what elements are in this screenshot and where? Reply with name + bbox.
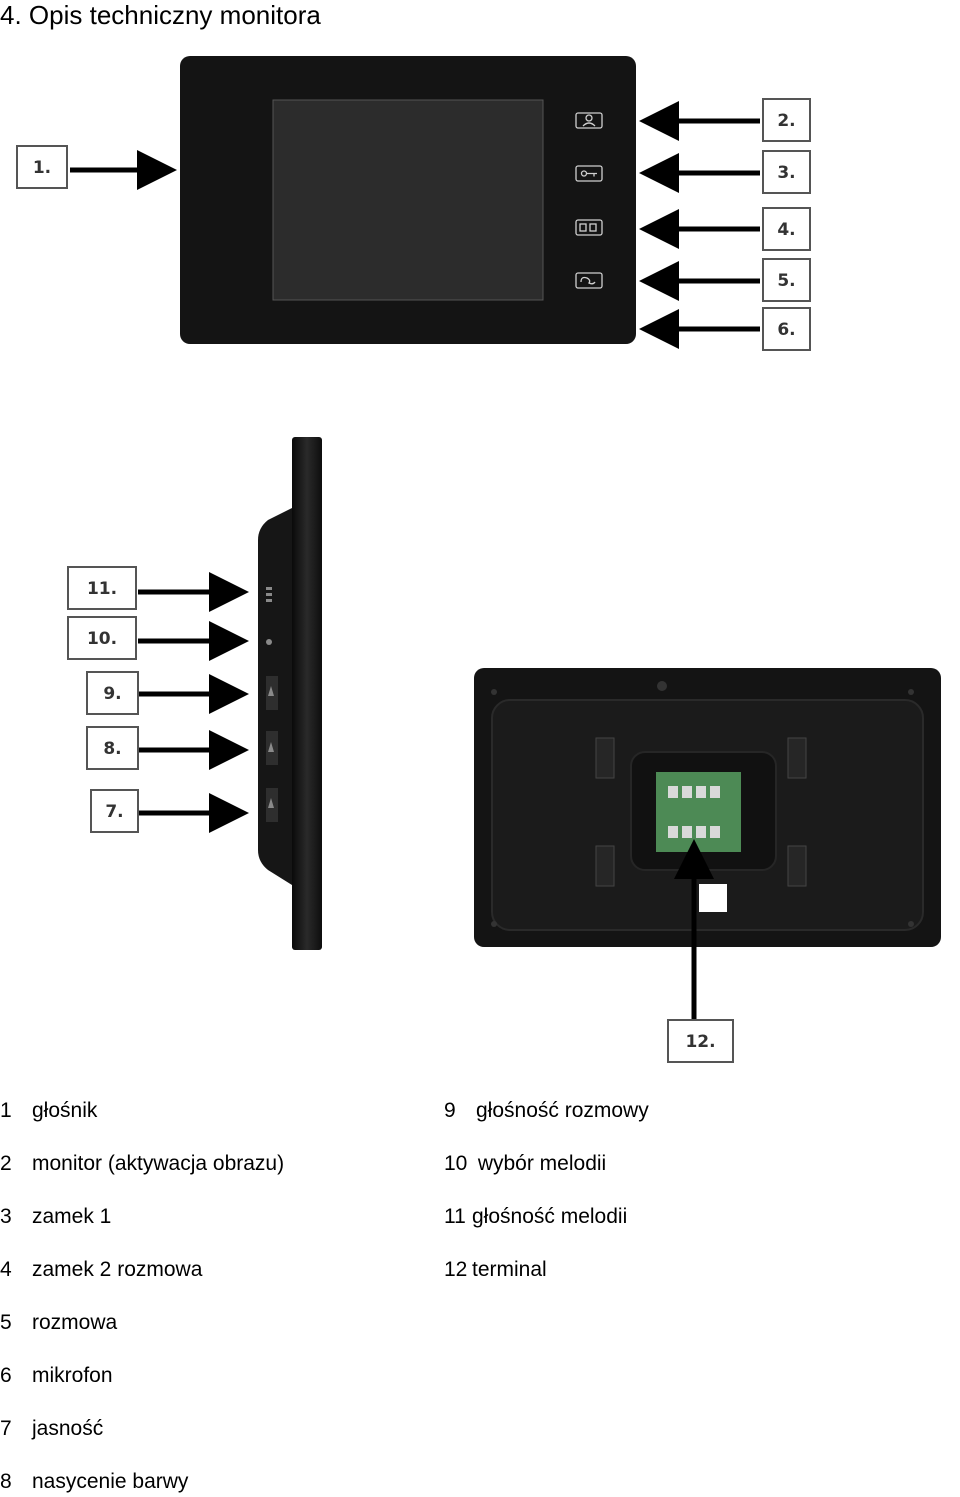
monitor-back-view [474,668,941,1020]
callout-label: 11. [87,579,117,599]
unlock-2-button-icon [575,219,603,236]
callout-box-1: 1. [16,145,68,189]
callout-box-12: 12. [667,1019,734,1063]
unlock-1-button-icon [575,165,603,182]
terminal-pcb [656,772,741,852]
legend-text: zamek 1 [32,1205,112,1228]
legend-text: wybór melodii [472,1152,607,1175]
legend-number: 7 [0,1417,12,1440]
legend-text: monitor (aktywacja obrazu) [32,1152,285,1175]
callout-label: 3. [777,163,795,183]
monitor-diagram: 1. 2. 3. 4. 5. 6. 7. 8. 9. 10. 11. 12. [16,56,941,1063]
legend-text: głośność rozmowy [476,1099,649,1122]
monitor-screen [272,99,544,301]
callout-label: 6. [777,320,795,340]
legend-number: 3 [0,1205,12,1228]
page-title: 4. Opis techniczny monitora [0,0,321,30]
callout-label: 1. [33,158,51,178]
legend-number: 8 [0,1470,12,1493]
callout-box-4: 4. [762,207,811,251]
monitor-front-view [70,56,760,349]
legend-number: 10 [444,1152,468,1175]
callout-label: 8. [103,739,121,759]
legend-number: 4 [0,1258,12,1281]
legend-number: 9 [444,1099,456,1122]
monitor-side-view [138,437,322,950]
legend-text: głośność melodii [472,1205,628,1228]
callout-label: 2. [777,111,795,131]
callout-box-11: 11. [67,566,137,610]
callout-label: 4. [777,220,795,240]
callout-box-5: 5. [762,258,811,302]
callout-label: 7. [105,802,123,822]
callout-label: 9. [103,684,121,704]
monitor-button-icon [575,112,603,129]
legend-text: nasycenie barwy [32,1470,189,1493]
side-controls [266,587,278,822]
talk-button-icon [575,272,603,289]
monitor-side-panel [292,437,322,950]
legend-text: terminal [472,1258,547,1281]
callout-box-10: 10. [67,616,137,660]
legend-number: 6 [0,1364,12,1387]
legend-text: zamek 2 rozmowa [32,1258,203,1281]
legend-text: głośnik [32,1099,98,1122]
legend-number: 1 [0,1099,12,1122]
legend-number: 5 [0,1311,12,1334]
legend-number: 12 [444,1258,468,1281]
legend-number: 11 [444,1205,466,1228]
callout-box-3: 3. [762,150,811,194]
legend-text: mikrofon [32,1364,113,1387]
callout-label: 10. [87,629,117,649]
callout-label: 5. [777,271,795,291]
legend-text: jasność [32,1417,104,1440]
callout-labels: 1. 2. 3. 4. 5. 6. 7. 8. 9. 10. 11. 12. [16,98,811,1063]
callout-box-7: 7. [90,789,139,833]
label-sticker [699,884,727,912]
callout-box-2: 2. [762,98,811,142]
legend-text: rozmowa [32,1311,118,1334]
callout-box-6: 6. [762,307,811,351]
legend-number: 2 [0,1152,12,1175]
callout-box-9: 9. [86,671,139,715]
callout-label: 12. [685,1032,715,1052]
callout-box-8: 8. [86,726,139,770]
